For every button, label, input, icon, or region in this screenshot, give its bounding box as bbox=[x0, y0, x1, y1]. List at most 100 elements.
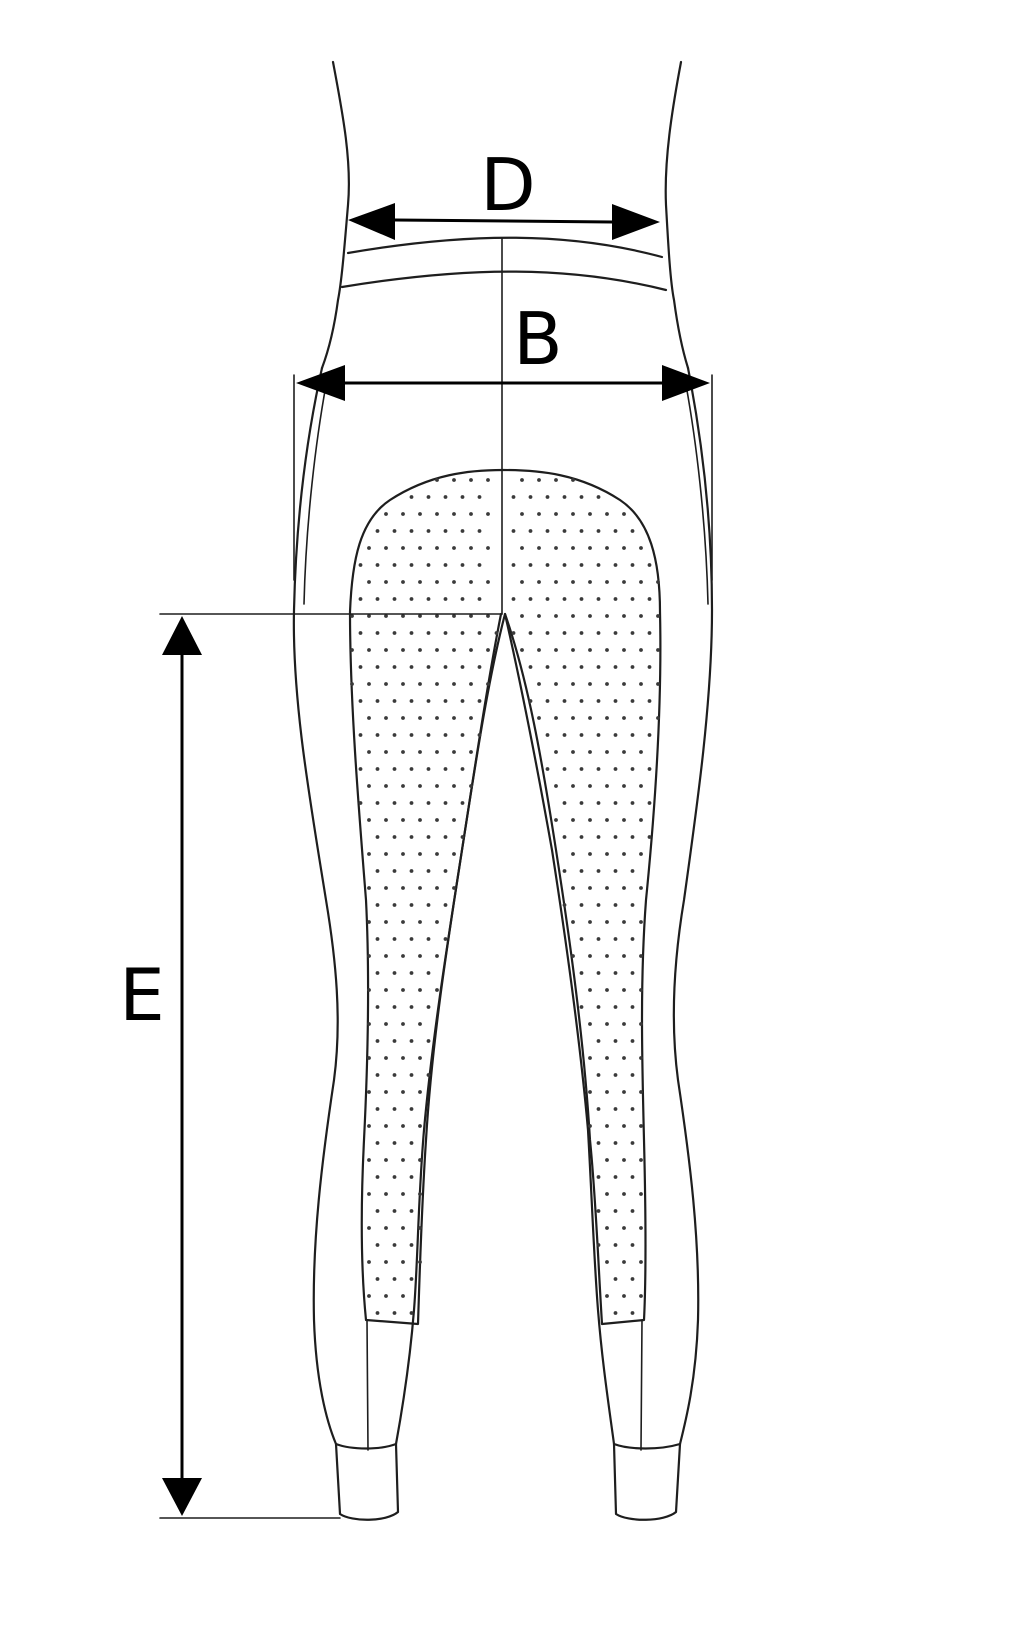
grip-dot bbox=[528, 495, 533, 499]
grip-dot bbox=[554, 614, 558, 618]
grip-dot bbox=[426, 1073, 431, 1077]
grip-dot bbox=[622, 852, 626, 856]
grip-dot bbox=[630, 733, 635, 737]
grip-dot bbox=[639, 1226, 643, 1230]
grip-dot bbox=[418, 1124, 422, 1128]
grip-dot bbox=[401, 1226, 405, 1230]
grip-dot bbox=[418, 852, 422, 856]
grip-dot bbox=[571, 750, 575, 754]
grip-dot bbox=[358, 631, 363, 635]
grip-dot bbox=[596, 495, 601, 499]
grip-dot bbox=[571, 614, 575, 618]
grip-dot bbox=[613, 1073, 618, 1077]
grip-dot bbox=[375, 1175, 380, 1179]
grip-dot bbox=[647, 631, 652, 635]
grip-dot bbox=[579, 597, 584, 601]
grip-dot bbox=[401, 1022, 405, 1026]
grip-dot bbox=[384, 1022, 388, 1026]
right-ankle-cuff bbox=[612, 1442, 682, 1521]
grip-dot bbox=[596, 1243, 601, 1247]
grip-dot bbox=[452, 614, 456, 618]
grip-dot bbox=[443, 733, 448, 737]
grip-dot bbox=[630, 1107, 635, 1111]
grip-dot bbox=[401, 614, 405, 618]
grip-dot bbox=[435, 818, 439, 822]
grip-dot bbox=[613, 1005, 618, 1009]
grip-dot bbox=[401, 988, 405, 992]
grip-dot bbox=[409, 801, 414, 805]
grip-dot bbox=[452, 750, 456, 754]
grip-dot bbox=[418, 1056, 422, 1060]
grip-dot bbox=[375, 1141, 380, 1145]
grip-dot bbox=[613, 1311, 618, 1315]
grip-dot bbox=[401, 750, 405, 754]
grip-dot bbox=[358, 665, 363, 669]
grip-dot bbox=[613, 1277, 618, 1281]
grip-dot bbox=[435, 478, 439, 482]
grip-dot bbox=[367, 716, 371, 720]
grip-dot bbox=[435, 784, 439, 788]
grip-dot bbox=[401, 784, 405, 788]
right-side-seam bbox=[685, 384, 709, 605]
grip-dot bbox=[622, 1260, 626, 1264]
grip-dot bbox=[554, 546, 558, 550]
grip-dot bbox=[375, 1039, 380, 1043]
grip-dot bbox=[622, 1056, 626, 1060]
grip-dot bbox=[418, 682, 422, 686]
grip-dot bbox=[401, 1294, 405, 1298]
grip-dot bbox=[588, 920, 592, 924]
grip-dot bbox=[554, 580, 558, 584]
grip-dot bbox=[418, 784, 422, 788]
grip-dot bbox=[605, 886, 609, 890]
grip-dot bbox=[435, 920, 439, 924]
grip-dot bbox=[367, 852, 371, 856]
grip-dot bbox=[392, 1073, 397, 1077]
grip-dot bbox=[571, 818, 575, 822]
grip-dot bbox=[392, 869, 397, 873]
grip-dot bbox=[588, 750, 592, 754]
grip-dot bbox=[409, 1141, 414, 1145]
grip-dot bbox=[452, 886, 456, 890]
grip-dot bbox=[562, 631, 567, 635]
grip-dot bbox=[562, 597, 567, 601]
grip-dot bbox=[418, 614, 422, 618]
grip-dot bbox=[452, 580, 456, 584]
grip-dot bbox=[375, 869, 380, 873]
grip-dot bbox=[418, 648, 422, 652]
grip-dot bbox=[588, 512, 592, 516]
grip-dot bbox=[435, 512, 439, 516]
grip-dot bbox=[435, 716, 439, 720]
grip-dot bbox=[367, 1022, 371, 1026]
grip-dot bbox=[375, 937, 380, 941]
grip-dot bbox=[384, 750, 388, 754]
grip-dot bbox=[469, 512, 473, 516]
grip-dot bbox=[367, 750, 371, 754]
grip-dot bbox=[426, 597, 431, 601]
grip-dot bbox=[562, 665, 567, 669]
grip-dot bbox=[613, 1209, 618, 1213]
grip-dot bbox=[579, 733, 584, 737]
grip-dot bbox=[630, 563, 635, 567]
grip-dot bbox=[622, 1090, 626, 1094]
left-inner-leg bbox=[394, 612, 503, 1446]
grip-dot bbox=[401, 1056, 405, 1060]
grip-dot bbox=[554, 648, 558, 652]
grip-dot bbox=[401, 512, 405, 516]
grip-dot bbox=[630, 835, 635, 839]
grip-dot bbox=[418, 1022, 422, 1026]
dimension-hip: B bbox=[293, 297, 713, 581]
grip-dot bbox=[537, 648, 541, 652]
grip-dot bbox=[409, 665, 414, 669]
grip-dot bbox=[639, 614, 643, 618]
grip-dot bbox=[545, 767, 550, 771]
grip-dot bbox=[409, 903, 414, 907]
grip-dot bbox=[409, 733, 414, 737]
grip-dot bbox=[511, 563, 516, 567]
grip-dot bbox=[401, 852, 405, 856]
grip-dot bbox=[605, 1124, 609, 1128]
grip-dot bbox=[588, 546, 592, 550]
grip-dot bbox=[375, 1209, 380, 1213]
grip-dot bbox=[554, 478, 558, 482]
grip-dot bbox=[460, 665, 465, 669]
grip-dot bbox=[596, 1209, 601, 1213]
